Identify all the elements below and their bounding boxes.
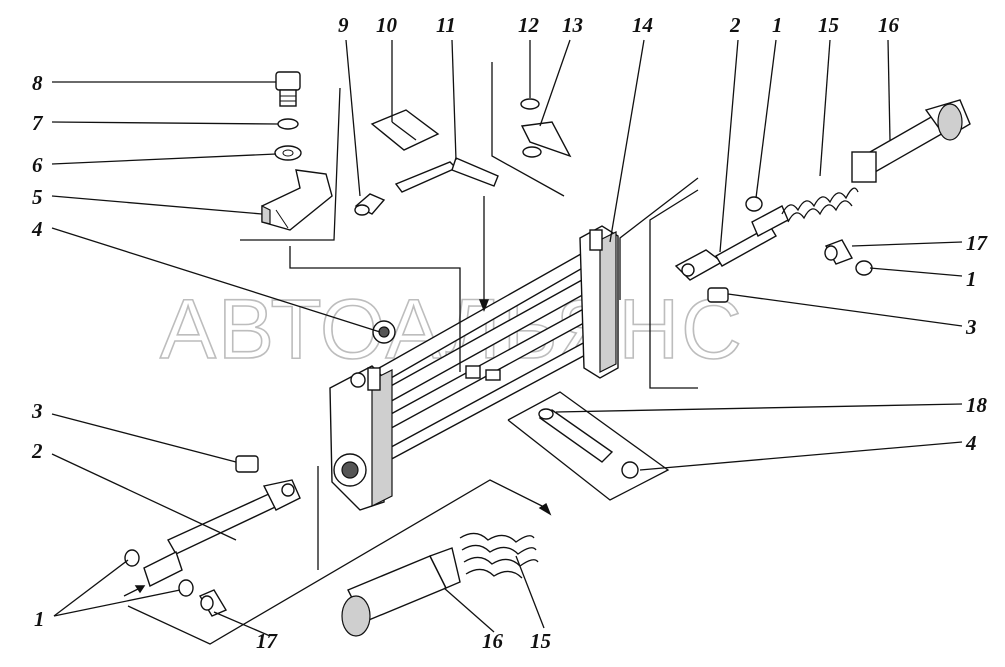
cylinder-16-lower bbox=[341, 547, 461, 637]
callout-4-left: 4 bbox=[31, 217, 43, 241]
spring-15-lower bbox=[459, 532, 539, 579]
callout-8: 8 bbox=[32, 71, 43, 95]
washer-6 bbox=[274, 145, 302, 161]
callout-16-lower: 16 bbox=[482, 629, 504, 653]
washer-1-left-a bbox=[124, 549, 140, 567]
bushing-3-right bbox=[707, 287, 729, 303]
callout-1-right-top: 1 bbox=[772, 13, 783, 37]
pin-17-left bbox=[198, 589, 228, 617]
callout-2-left: 2 bbox=[31, 439, 43, 463]
callout-labels: 8 7 6 5 4 9 10 11 12 13 14 2 1 15 16 17 … bbox=[31, 13, 989, 653]
callout-3-left: 3 bbox=[31, 399, 43, 423]
callout-7: 7 bbox=[32, 111, 44, 135]
callout-6: 6 bbox=[32, 153, 43, 177]
rod-2-left bbox=[143, 479, 301, 587]
pin-17-right bbox=[824, 239, 854, 265]
callout-1-left: 1 bbox=[34, 607, 45, 631]
callout-2-right: 2 bbox=[729, 13, 741, 37]
lever-11 bbox=[394, 157, 499, 193]
washer-1-left-b bbox=[178, 579, 194, 597]
frame-assembly bbox=[329, 225, 619, 511]
washer-12 bbox=[520, 98, 540, 110]
plate-10 bbox=[370, 109, 440, 151]
callout-12: 12 bbox=[518, 13, 540, 37]
callout-5: 5 bbox=[32, 185, 43, 209]
clip-4-lower bbox=[621, 461, 639, 479]
callout-4-right: 4 bbox=[965, 431, 977, 455]
bolt-8 bbox=[275, 71, 301, 107]
callout-11: 11 bbox=[436, 13, 456, 37]
pin-18 bbox=[538, 408, 614, 463]
callout-18: 18 bbox=[966, 393, 988, 417]
assembly-guide-lines bbox=[123, 62, 699, 645]
cylinder-16-right bbox=[851, 99, 971, 183]
rod-2-right bbox=[674, 205, 789, 281]
callout-3-right: 3 bbox=[965, 315, 977, 339]
spring-15-right bbox=[781, 187, 859, 223]
callout-1-right: 1 bbox=[966, 267, 977, 291]
bushing-3-left bbox=[235, 455, 259, 473]
callout-17-left: 17 bbox=[256, 629, 279, 653]
bracket-5 bbox=[261, 169, 333, 231]
callout-16-right: 16 bbox=[878, 13, 900, 37]
plate-13 bbox=[520, 121, 572, 158]
callout-15-lower: 15 bbox=[530, 629, 551, 653]
leader-lines bbox=[51, 39, 963, 637]
washer-1-right bbox=[855, 260, 873, 276]
callout-15-right: 15 bbox=[818, 13, 839, 37]
callout-17-right: 17 bbox=[966, 231, 989, 255]
bushing-9 bbox=[354, 193, 386, 216]
callout-13: 13 bbox=[562, 13, 583, 37]
lock-washer-7 bbox=[277, 118, 299, 130]
washer-1-right-top bbox=[745, 196, 763, 212]
callout-14: 14 bbox=[632, 13, 653, 37]
callout-10: 10 bbox=[376, 13, 398, 37]
callout-9: 9 bbox=[338, 13, 349, 37]
